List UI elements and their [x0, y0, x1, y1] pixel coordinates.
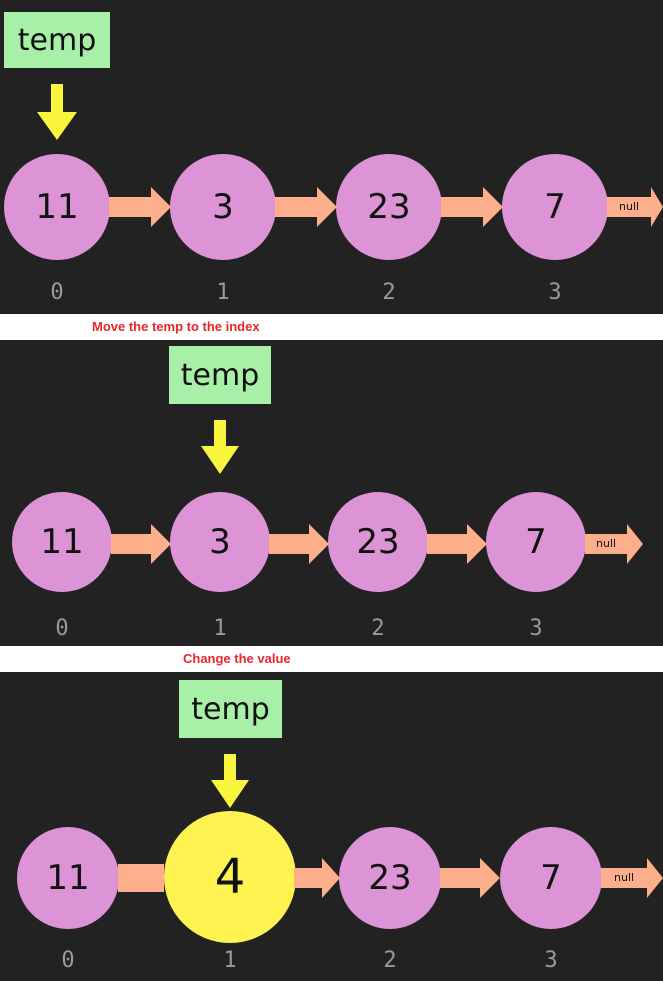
- link-arrow: [427, 524, 487, 564]
- null-label: null: [596, 537, 617, 550]
- index-label: 2: [382, 280, 396, 305]
- temp-label: temp: [4, 12, 110, 68]
- step-1-panel: temp 11 3 23 7 null 0 1 2 3: [0, 0, 663, 314]
- node-3: 7: [502, 154, 608, 260]
- null-label: null: [614, 871, 635, 884]
- node-0: 11: [12, 492, 112, 592]
- link-arrow: [440, 858, 500, 898]
- node-2: 23: [336, 154, 442, 260]
- link-arrow: [109, 187, 171, 227]
- node-0: 11: [17, 827, 119, 929]
- node-1: 3: [170, 154, 276, 260]
- step-2-panel: temp 11 3 23 7 null 0 1 2 3: [0, 340, 663, 646]
- temp-pointer-arrow: [37, 84, 77, 140]
- index-label: 1: [213, 616, 227, 641]
- link-arrow: [441, 187, 503, 227]
- node-2: 23: [328, 492, 428, 592]
- node-3: 7: [486, 492, 586, 592]
- null-arrow: [601, 858, 663, 898]
- step-3-panel: temp 11 4 23 7 null 0 1 2 3: [0, 672, 663, 981]
- null-label: null: [619, 200, 640, 213]
- index-label: 0: [55, 616, 69, 641]
- index-label: 0: [50, 280, 64, 305]
- node-2: 23: [339, 827, 441, 929]
- node-0: 11: [4, 154, 110, 260]
- index-label: 1: [223, 948, 237, 973]
- temp-pointer-arrow: [201, 420, 239, 474]
- index-label: 2: [371, 616, 385, 641]
- link-arrow: [269, 524, 329, 564]
- caption-change: Change the value: [0, 646, 663, 672]
- index-label: 3: [548, 280, 562, 305]
- caption-move: Move the temp to the index: [0, 314, 663, 340]
- node-3: 7: [500, 827, 602, 929]
- index-label: 2: [383, 948, 397, 973]
- temp-label: temp: [179, 680, 282, 738]
- temp-pointer-arrow: [211, 754, 249, 808]
- index-label: 0: [61, 948, 75, 973]
- temp-label: temp: [169, 346, 271, 404]
- index-label: 3: [529, 616, 543, 641]
- link-arrow: [294, 858, 340, 898]
- link-arrow: [118, 864, 164, 892]
- null-arrow: [607, 187, 663, 227]
- caption-text: Change the value: [183, 651, 291, 666]
- node-1: 3: [170, 492, 270, 592]
- index-label: 3: [544, 948, 558, 973]
- null-arrow: [585, 524, 643, 564]
- link-arrow: [111, 524, 171, 564]
- caption-text: Move the temp to the index: [92, 319, 260, 334]
- highlighted-node: 4: [164, 811, 296, 943]
- link-arrow: [275, 187, 337, 227]
- index-label: 1: [216, 280, 230, 305]
